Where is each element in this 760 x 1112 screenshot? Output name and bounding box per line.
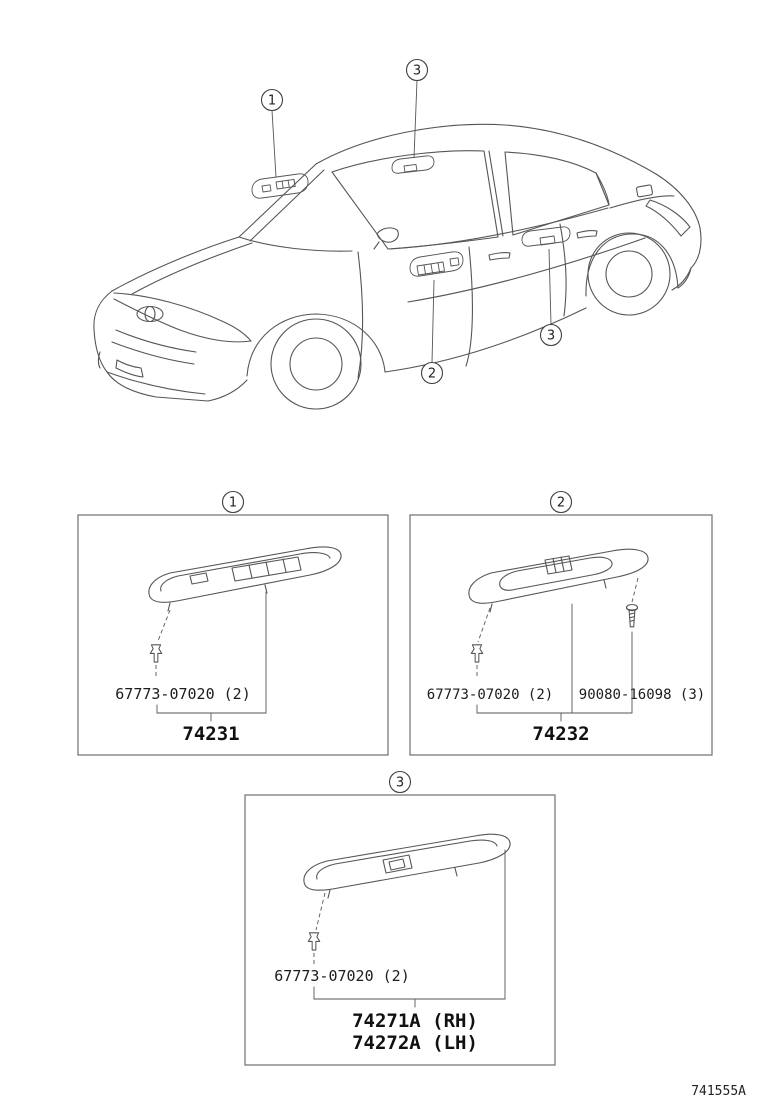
vehicle-callouts: 1 3 2 3 xyxy=(260,58,563,385)
panel-on-car-rear-lower xyxy=(521,226,571,247)
clip-icon xyxy=(149,644,163,663)
detail-box-2-border xyxy=(409,514,713,756)
switch-bezel-drawing-74271 xyxy=(303,833,511,899)
screw-part-number: 90080-16098 (3) xyxy=(579,687,705,703)
callout-circle xyxy=(260,88,284,112)
clip-part-number: 67773-07020 (2) xyxy=(427,687,553,703)
vehicle-callout-2: 2 xyxy=(420,279,444,385)
bracket-lines xyxy=(476,603,633,722)
main-part-number-rh: 74271A (RH) xyxy=(352,1010,478,1032)
clip-icon xyxy=(470,644,484,663)
callout-number: 3 xyxy=(396,776,404,791)
vehicle-switch-panels xyxy=(251,155,571,277)
switch-bezel-drawing-74231 xyxy=(148,546,342,612)
panel-on-car-front-passenger xyxy=(409,251,464,277)
main-part-number: 74231 xyxy=(182,723,239,745)
detail-box-2: 2 67773-07020 (2) 90080-16098 (3) 74232 xyxy=(409,490,713,756)
switch-bezel-drawing-74232 xyxy=(468,548,649,613)
main-part-number-lh: 74272A (LH) xyxy=(352,1032,478,1054)
detail-box-1: 1 67773-07020 (2) 74231 xyxy=(77,490,389,756)
detail-box-1-border xyxy=(77,514,389,756)
callout-number: 1 xyxy=(268,94,276,109)
clip-part-number: 67773-07020 (2) xyxy=(274,967,409,985)
callout-circle xyxy=(388,770,412,794)
vehicle-illustration xyxy=(93,123,702,410)
callout-circle xyxy=(549,490,573,514)
callout-number: 1 xyxy=(229,496,237,511)
callout-circle xyxy=(420,361,444,385)
callout-circle xyxy=(405,58,429,82)
figure-number: 741555A xyxy=(691,1084,746,1099)
panel-on-car-rear-upper xyxy=(391,155,435,174)
callout-number: 3 xyxy=(413,64,421,79)
callout-number: 2 xyxy=(428,367,436,382)
callout-number: 3 xyxy=(547,329,555,344)
main-part-number: 74232 xyxy=(532,723,589,745)
vehicle-callout-3-lower: 3 xyxy=(539,248,563,347)
clip-part-number: 67773-07020 (2) xyxy=(115,685,250,703)
detail-box-3: 3 67773-07020 (2) 74271A (RH) 74272A (LH… xyxy=(244,770,556,1066)
detail-box-3-border xyxy=(244,794,556,1066)
bracket-lines xyxy=(313,849,506,1008)
bracket-lines xyxy=(156,591,267,722)
panel-on-car-front-master xyxy=(251,173,309,199)
vehicle-callout-1: 1 xyxy=(260,88,284,178)
callout-circle xyxy=(539,323,563,347)
clip-icon xyxy=(307,932,321,951)
callout-number: 2 xyxy=(557,496,565,511)
screw-icon xyxy=(625,603,639,628)
vehicle-callout-3-upper: 3 xyxy=(405,58,429,159)
callout-circle xyxy=(221,490,245,514)
